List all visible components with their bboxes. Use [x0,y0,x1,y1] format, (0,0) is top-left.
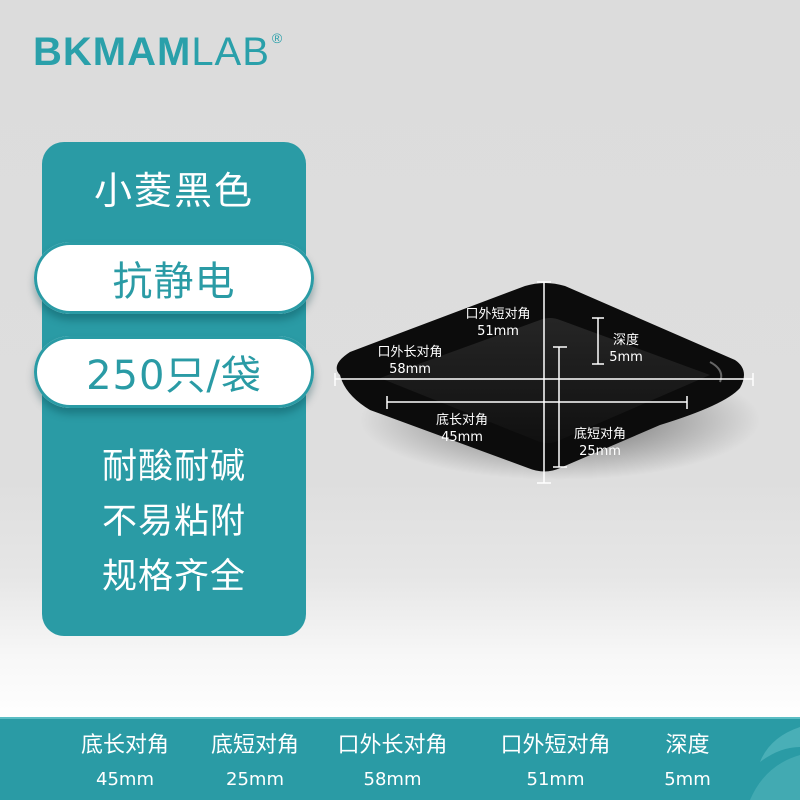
dim-label: 底短对角 [573,427,626,442]
feature-item: 耐酸耐碱 [101,447,246,487]
badge-antistatic: 抗静电 [34,242,314,314]
spec-value: 58mm [363,769,422,790]
dim-value: 25mm [579,444,621,459]
spec-outer-long: 口外长对角 58mm [320,731,465,795]
spec-bottom-short: 底短对角 25mm [190,731,320,795]
spec-value: 5mm [664,769,711,790]
spec-bottom-long: 底长对角 45mm [50,731,200,795]
spec-value: 45mm [96,769,154,790]
spec-depth: 深度 5mm [650,731,725,795]
wave-decoration-icon [750,727,800,800]
dim-label: 口外短对角 [465,307,531,322]
brand-logo: BKMAMLAB® [33,30,283,75]
spec-label: 底短对角 [210,733,299,758]
spec-label: 深度 [665,733,710,758]
outer-short-diagonal-label: 口外短对角 51mm [458,306,538,340]
dim-value: 58mm [389,362,431,377]
spec-label: 口外长对角 [337,733,448,758]
dim-value: 45mm [441,430,483,445]
feature-list: 耐酸耐碱 不易粘附 规格齐全 [42,440,306,605]
spec-value: 25mm [226,769,284,790]
dim-label: 深度 [612,333,639,348]
dim-value: 51mm [477,324,519,339]
divider [0,717,800,719]
registered-mark: ® [271,30,284,46]
depth-label: 深度 5mm [604,332,648,366]
dim-label: 口外长对角 [377,345,443,360]
logo-main: BKMAM [33,30,192,74]
feature-item: 规格齐全 [101,557,246,597]
dim-value: 5mm [609,350,643,365]
spec-label: 底长对角 [80,733,169,758]
spec-outer-short: 口外短对角 51mm [483,731,628,795]
logo-sub: LAB [191,30,270,74]
diamond-dish-icon [334,281,760,484]
bottom-long-diagonal-label: 底长对角 45mm [422,412,502,446]
spec-bar: 底长对角 45mm 底短对角 25mm 口外长对角 58mm 口外短对角 51m… [0,717,800,800]
feature-item: 不易粘附 [101,502,246,542]
spec-label: 口外短对角 [500,733,611,758]
feature-card: 小菱黑色 抗静电 250只/袋 耐酸耐碱 不易粘附 规格齐全 [34,142,314,636]
bottom-short-diagonal-label: 底短对角 25mm [560,426,640,460]
dim-label: 底长对角 [435,413,488,428]
spec-value: 51mm [526,769,585,790]
outer-long-diagonal-label: 口外长对角 58mm [370,344,450,378]
product-color-title: 小菱黑色 [93,169,254,213]
product-diagram: 口外短对角 51mm 口外长对角 58mm 深度 5mm 底长对角 45mm 底… [330,270,770,500]
badge-quantity: 250只/袋 [34,336,314,408]
